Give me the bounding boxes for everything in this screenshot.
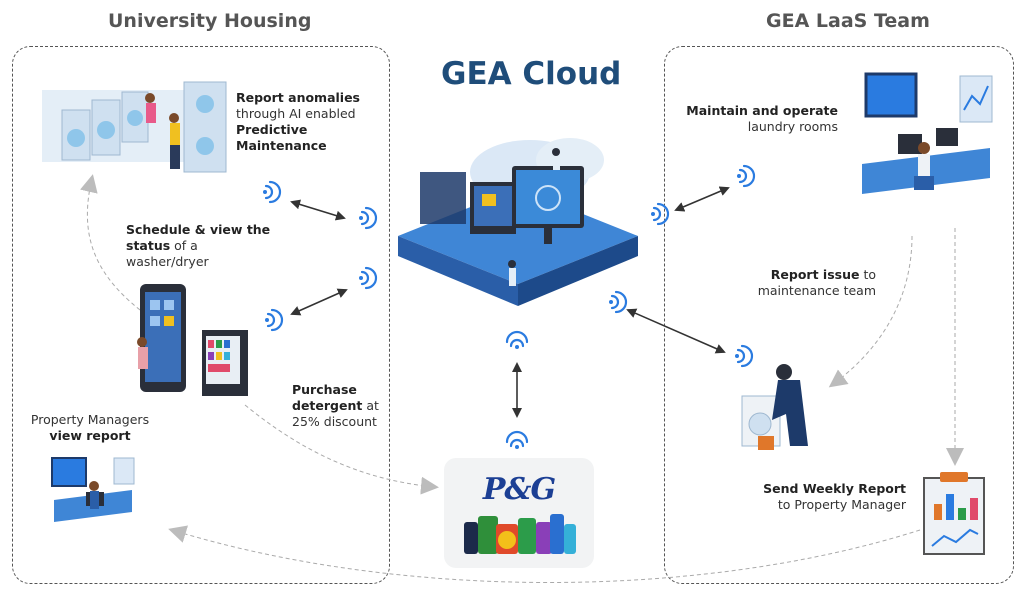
gea-cloud-title: GEA Cloud — [441, 56, 622, 92]
label-property-managers: Property Managers view report — [30, 412, 150, 443]
wifi-icon — [733, 344, 754, 368]
label-weekly-report: Send Weekly Report to Property Manager — [763, 481, 906, 512]
cloud-platform-illustration — [398, 138, 638, 306]
wifi-icon — [261, 180, 282, 204]
wifi-icon — [505, 330, 529, 351]
weekly-report-icon — [923, 472, 985, 555]
property-managers-illustration — [51, 457, 135, 522]
laas-operators-illustration — [862, 72, 993, 194]
wifi-icon — [505, 430, 529, 451]
wifi-icon — [357, 206, 378, 230]
wifi-icon — [263, 308, 284, 332]
flow-vending-to-pg — [244, 404, 439, 495]
label-report-issue: Report issue to maintenance team — [757, 267, 876, 298]
detergent-products-icon — [464, 514, 576, 554]
arrow-scheduler-cloud — [290, 288, 348, 316]
label-report-anomalies: Report anomalies through AI enabled Pred… — [236, 90, 360, 153]
label-maintain: Maintain and operate laundry rooms — [686, 103, 838, 134]
flow-scheduler-to-washer — [80, 174, 141, 311]
vending-machine-illustration — [202, 330, 248, 396]
wifi-icon — [607, 290, 628, 314]
flow-laas-to-technician — [828, 235, 913, 388]
gea-laas-title: GEA LaaS Team — [766, 10, 930, 32]
flow-report-to-property — [168, 525, 921, 583]
wifi-icon — [649, 202, 670, 226]
arrow-laas-cloud — [674, 186, 730, 212]
pg-logo: P&G — [482, 472, 556, 507]
label-schedule: Schedule & view the status of a washer/d… — [126, 222, 271, 269]
laundry-room-illustration — [42, 81, 227, 173]
tablet-kiosk-illustration — [137, 284, 186, 392]
arrow-cloud-technician — [626, 308, 726, 354]
label-purchase: Purchase detergent at 25% discount — [292, 382, 379, 429]
arrow-washer-cloud — [290, 199, 346, 221]
university-housing-title: University Housing — [108, 10, 312, 32]
university-housing-box — [12, 46, 390, 584]
technician-illustration — [741, 364, 808, 450]
wifi-icon — [735, 164, 756, 188]
wifi-icon — [357, 266, 378, 290]
pg-partner-box: P&G — [444, 458, 594, 568]
